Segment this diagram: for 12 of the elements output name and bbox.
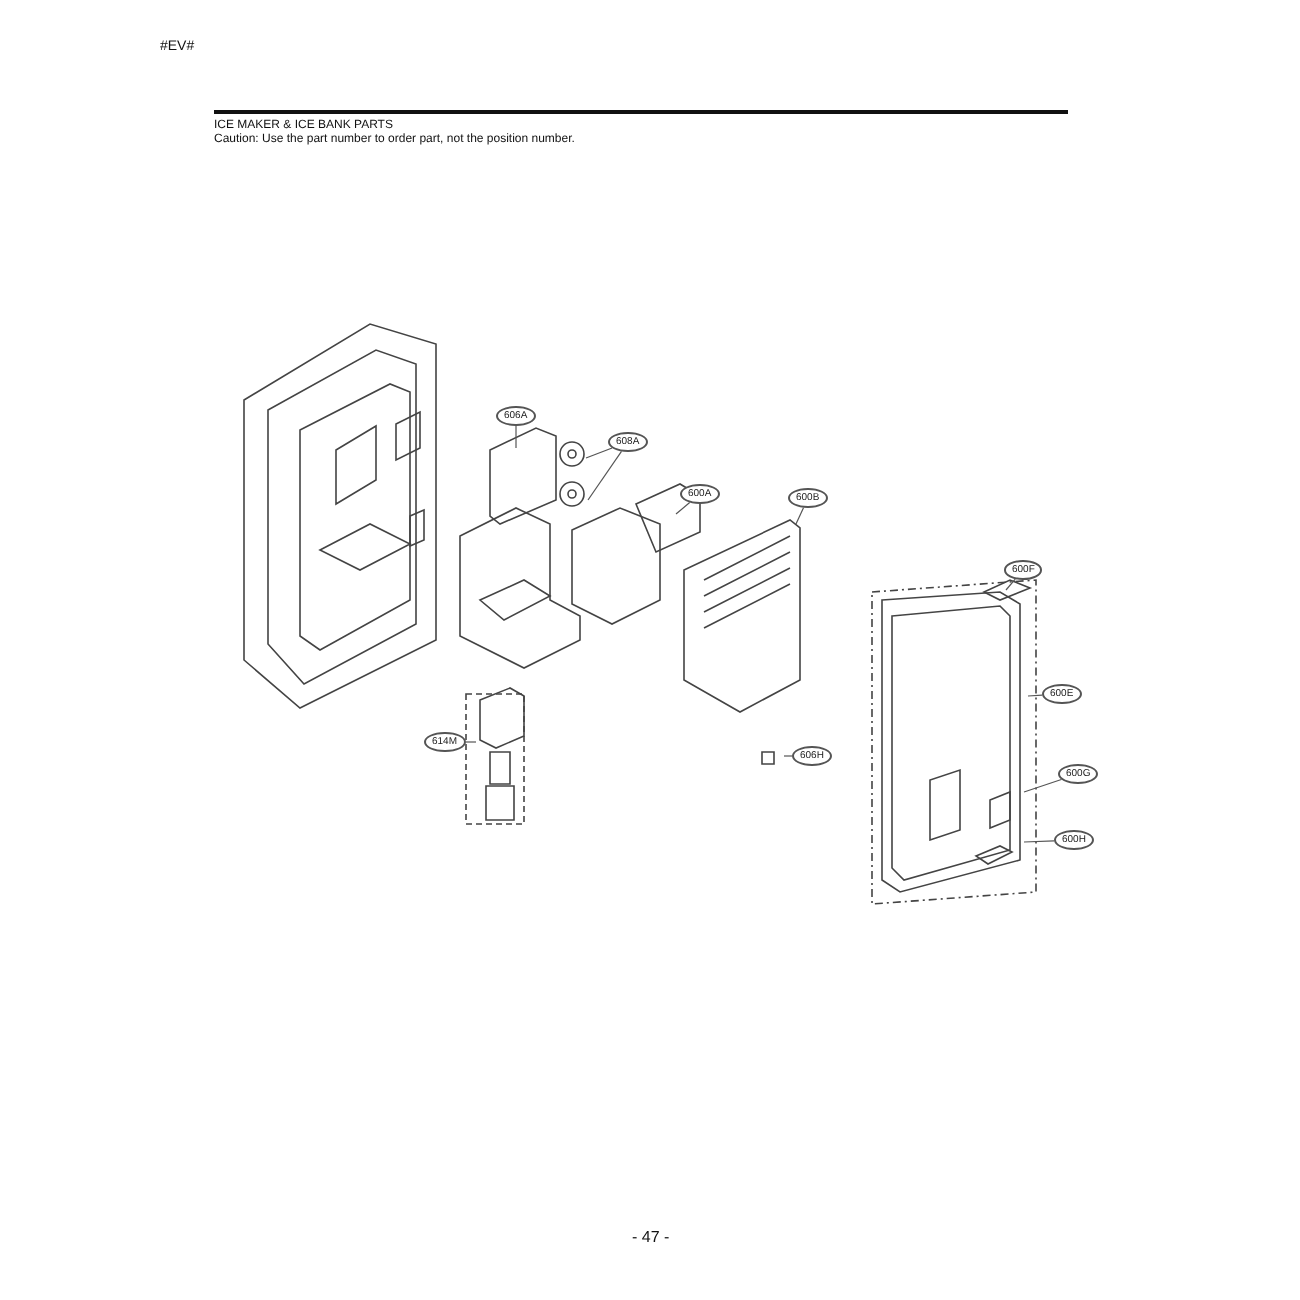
page-number: - 47 - <box>632 1228 670 1246</box>
leader-line <box>783 755 793 757</box>
leader-line <box>1027 694 1043 697</box>
leader-line <box>1023 840 1055 843</box>
leader-line <box>585 447 613 459</box>
leader-line <box>675 501 691 515</box>
leader-line <box>587 450 623 501</box>
leader-line <box>1023 778 1062 793</box>
leader-line <box>1005 578 1016 591</box>
leader-line <box>465 741 477 743</box>
leader-line <box>795 507 805 525</box>
leader-line <box>515 425 517 449</box>
